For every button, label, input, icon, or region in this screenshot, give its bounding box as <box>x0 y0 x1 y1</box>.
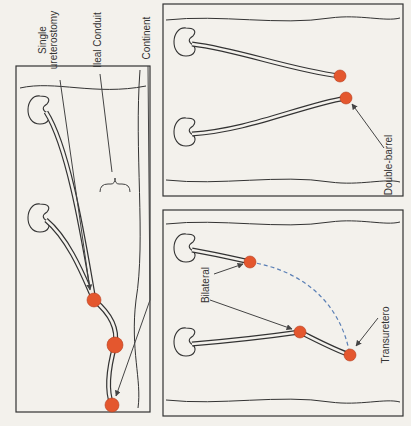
procedure-label: Continent <box>141 3 152 73</box>
body-outline <box>20 17 400 408</box>
procedure-label: Ileal Conduit <box>92 5 103 75</box>
leader-lines <box>60 66 384 396</box>
ureter-tubes <box>46 44 350 405</box>
procedure-label: Single ureterostomy <box>37 5 59 75</box>
procedure-label: Bilateral <box>200 260 211 310</box>
procedure-label: Double-barrel <box>383 130 394 200</box>
panel-frames <box>16 4 403 416</box>
kidney-symbols <box>28 28 195 356</box>
procedure-label: Transuretero <box>380 300 391 370</box>
stoma-dots <box>87 70 356 412</box>
